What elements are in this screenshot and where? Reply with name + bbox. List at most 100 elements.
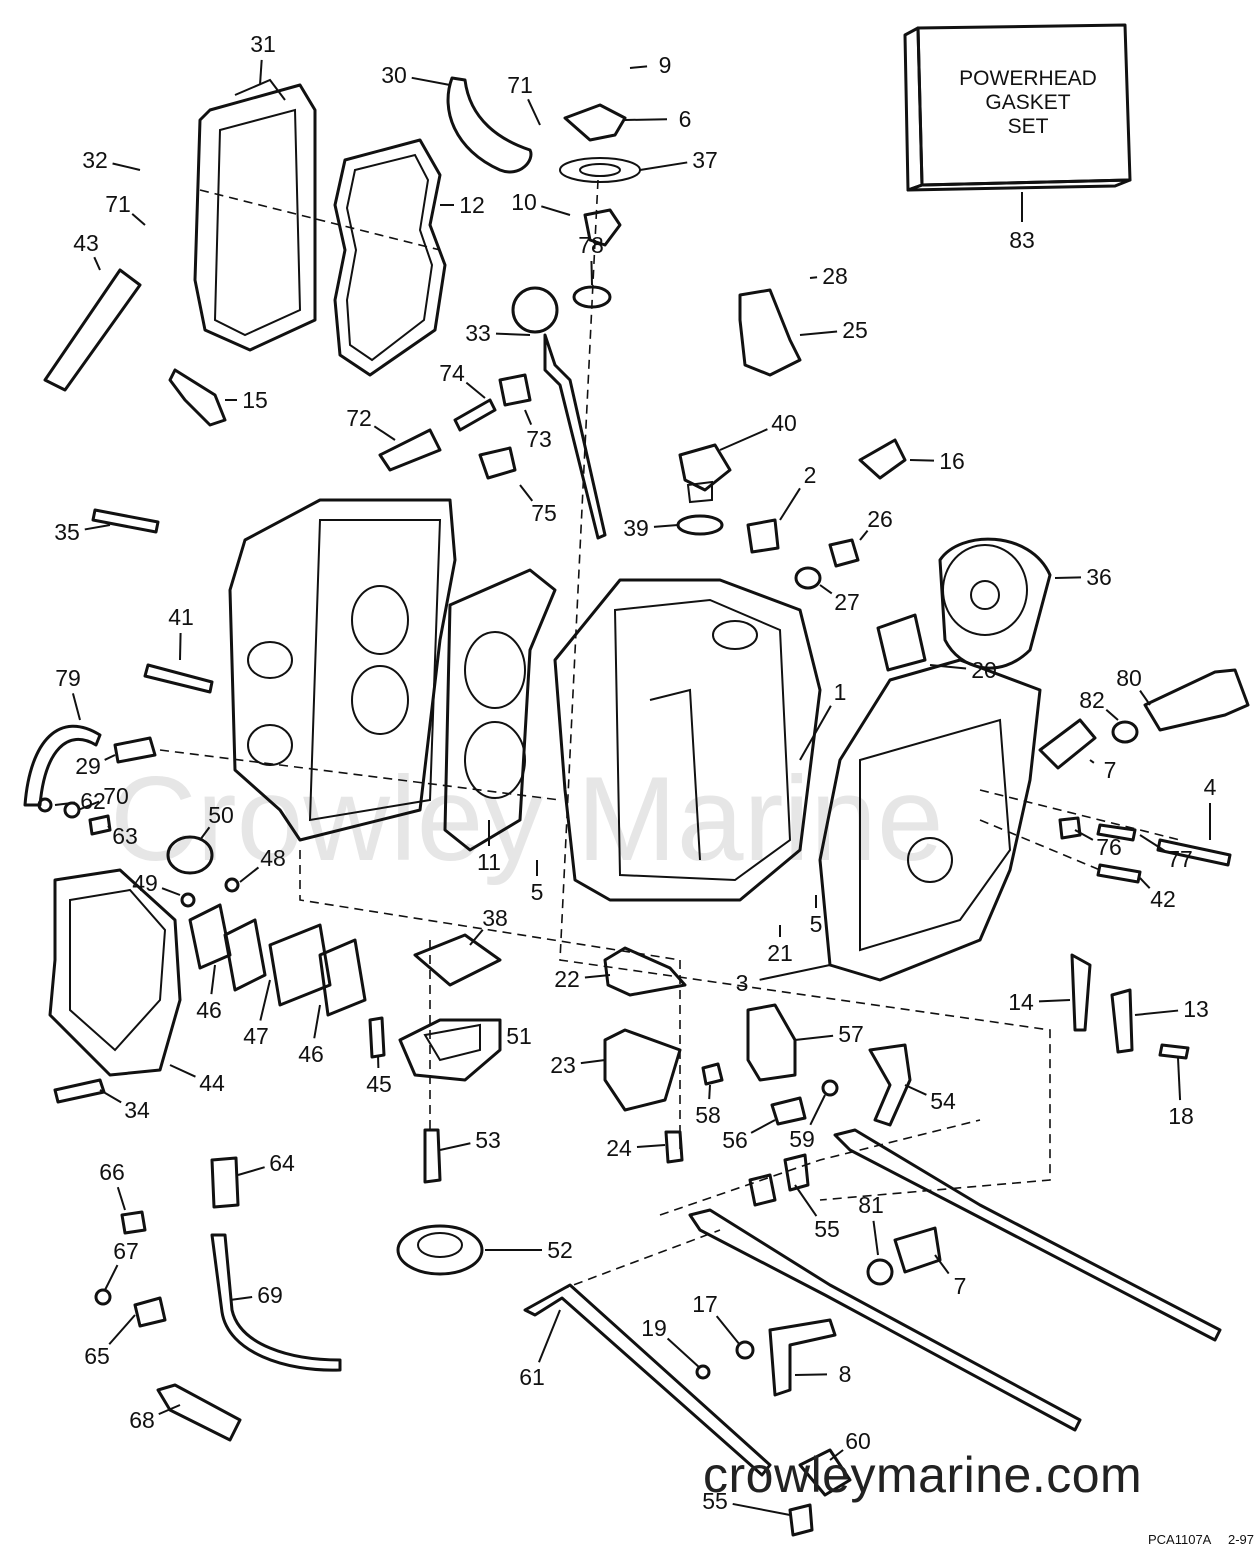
- callout-leader-81: [872, 1220, 879, 1256]
- callout-leader-56: [750, 1119, 776, 1134]
- callout-46: 46: [298, 1041, 324, 1067]
- hose-part: [446, 76, 533, 174]
- callout-leader-37: [639, 161, 688, 171]
- callout-leader-19: [666, 1337, 701, 1369]
- callout-leader-38: [469, 929, 484, 946]
- callout-leader-31: [259, 59, 263, 86]
- callout-leader-65: [108, 1314, 136, 1345]
- callout-62: 62: [80, 788, 106, 814]
- callout-73: 73: [526, 426, 552, 452]
- callout-28: 28: [822, 263, 848, 289]
- callout-leader-55: [732, 1502, 791, 1516]
- callout-leader-67: [104, 1264, 119, 1291]
- callout-82: 82: [1079, 687, 1105, 713]
- callout-leader-73: [524, 409, 533, 425]
- callout-leader-59: [809, 1094, 826, 1126]
- callout-leader-78: [590, 260, 593, 286]
- callout-leader-61: [538, 1309, 561, 1363]
- callout-leader-16: [909, 459, 935, 462]
- callout-leader-80: [1139, 690, 1151, 706]
- callout-leader-66: [116, 1186, 126, 1211]
- callout-75: 75: [531, 500, 557, 526]
- intake-cover-part: [368, 933, 502, 1082]
- callout-leader-82: [1105, 709, 1119, 721]
- callout-leader-20: [929, 664, 967, 670]
- clips-right-part: [1070, 953, 1190, 1060]
- callout-leader-62: [54, 801, 76, 806]
- callout-38: 38: [482, 905, 508, 931]
- callout-leader-57: [794, 1034, 834, 1041]
- callout-17: 17: [692, 1291, 718, 1317]
- callout-5: 5: [810, 911, 823, 937]
- callout-leader-7: [1089, 759, 1095, 764]
- exhaust-orings-part: [166, 835, 240, 908]
- callout-2: 2: [804, 462, 817, 488]
- callout-74: 74: [439, 360, 465, 386]
- callout-35: 35: [54, 519, 80, 545]
- callout-leader-6: [624, 118, 668, 121]
- callout-leader-34: [99, 1089, 122, 1104]
- callout-leader-25: [799, 330, 838, 336]
- callout-44: 44: [199, 1070, 225, 1096]
- callout-69: 69: [257, 1282, 283, 1308]
- callout-54: 54: [930, 1088, 956, 1114]
- callout-78: 78: [578, 232, 604, 258]
- callout-leader-36: [1054, 576, 1082, 579]
- callout-22: 22: [554, 966, 580, 992]
- dipstick-part: [511, 286, 607, 540]
- callout-leader-54: [904, 1084, 927, 1096]
- callout-30: 30: [381, 62, 407, 88]
- manifold-gaskets-part: [188, 903, 367, 1017]
- callout-leader-29: [104, 754, 116, 761]
- oil-fill-cap-part: [676, 443, 780, 554]
- callout-leader-2: [779, 487, 801, 521]
- thermostat-part: [572, 208, 622, 309]
- spark-plug-part: [168, 368, 227, 427]
- bracket-plates-part: [603, 946, 687, 1112]
- head-gasket-part: [443, 568, 557, 852]
- callout-leader-24: [636, 1144, 666, 1148]
- callout-leader-13: [1134, 1009, 1179, 1016]
- callout-leader-44: [169, 1064, 196, 1078]
- callout-66: 66: [99, 1159, 125, 1185]
- callout-29: 29: [75, 753, 101, 779]
- callout-1: 1: [834, 679, 847, 705]
- callout-leader-39: [653, 524, 679, 528]
- cover-gasket-part: [333, 138, 447, 377]
- throttle-lever-part: [701, 1043, 912, 1127]
- callout-71: 71: [105, 191, 131, 217]
- thermostat-cover-part: [559, 103, 641, 183]
- callout-leader-23: [580, 1059, 606, 1065]
- callout-3: 3: [736, 970, 749, 996]
- callout-77: 77: [1167, 846, 1193, 872]
- callout-10: 10: [511, 189, 537, 215]
- callout-leader-48: [239, 866, 260, 883]
- bolts-right-part: [1058, 816, 1232, 884]
- callout-leader-55: [794, 1184, 818, 1217]
- cylinder-block-part: [553, 578, 822, 902]
- callout-72: 72: [346, 405, 372, 431]
- callout-leader-49: [161, 887, 181, 896]
- callout-leader-72: [373, 425, 396, 441]
- callout-60: 60: [845, 1428, 871, 1454]
- callout-53: 53: [475, 1127, 501, 1153]
- alignment-lines: [159, 179, 1181, 1291]
- callout-26: 26: [867, 506, 893, 532]
- exhaust-manifold-part: [48, 868, 182, 1077]
- callout-leader-1: [799, 705, 832, 761]
- temperature-sensor-part: [858, 438, 907, 480]
- callout-32: 32: [82, 147, 108, 173]
- callout-leader-26: [859, 529, 869, 541]
- callout-18: 18: [1168, 1103, 1194, 1129]
- site-url: crowleymarine.com: [703, 1447, 1143, 1503]
- bolts-left-part: [91, 508, 214, 694]
- callout-48: 48: [260, 845, 286, 871]
- callout-36: 36: [1086, 564, 1112, 590]
- throttle-linkage-part: [688, 1128, 1222, 1432]
- callout-leader-43: [93, 256, 101, 271]
- callout-19: 19: [641, 1315, 667, 1341]
- callout-leader-35: [84, 524, 111, 531]
- callout-leader-69: [229, 1295, 253, 1301]
- gasket-box-line1: POWERHEAD: [959, 67, 1097, 90]
